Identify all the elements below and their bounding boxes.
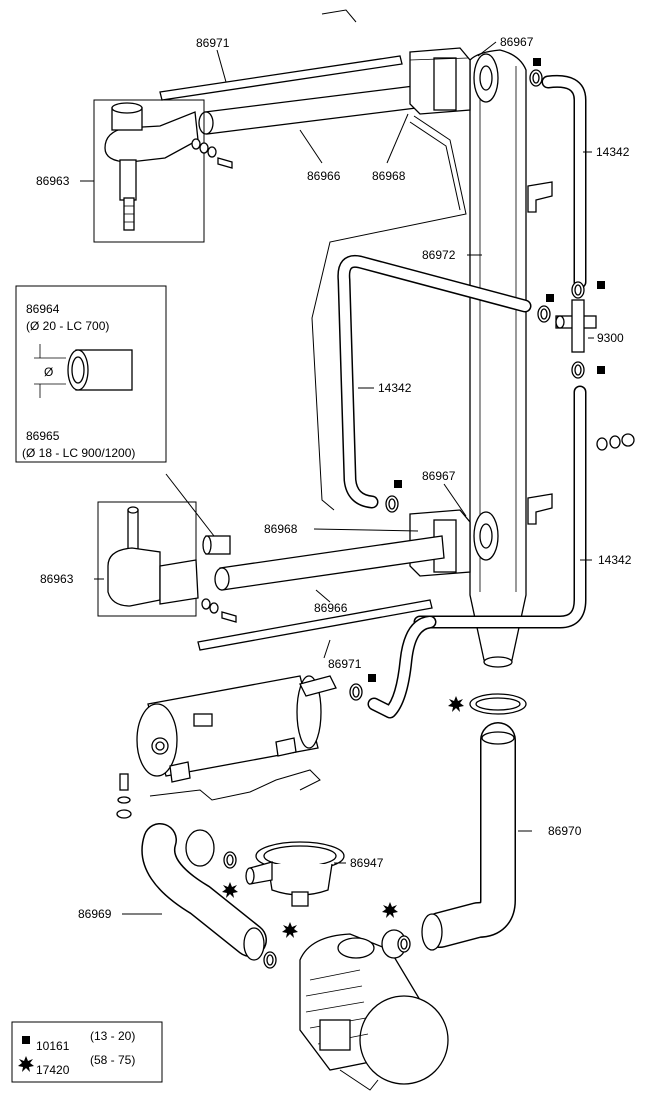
hose-14342-right <box>413 385 587 629</box>
bracket-right-top <box>527 181 553 213</box>
square-marker <box>597 281 605 289</box>
square-marker <box>394 480 402 488</box>
label-14342-mid: 14342 <box>378 381 412 395</box>
label-86969: 86969 <box>78 907 112 921</box>
label-86968-mid: 86968 <box>264 522 298 536</box>
star-marker <box>382 902 398 918</box>
clamp-tee-top <box>571 281 585 299</box>
legend-star-range: (58 - 75) <box>90 1053 135 1067</box>
clamp-86969-bottom <box>263 951 277 969</box>
label-14342-top: 14342 <box>596 145 630 159</box>
screws-left <box>116 773 132 819</box>
washers-top <box>191 138 233 169</box>
label-86966-mid: 86966 <box>314 601 348 615</box>
washers-right <box>596 433 635 451</box>
nozzle-86963-mid <box>97 501 199 617</box>
hose-lower-s <box>367 615 437 719</box>
label-86966-top: 86966 <box>307 169 341 183</box>
rod-86971-top <box>159 55 403 101</box>
label-9300: 9300 <box>597 331 624 345</box>
clamp-tee-bottom <box>571 361 585 379</box>
legend-square-code: 10161 <box>36 1039 70 1053</box>
clamp-pump <box>397 935 411 953</box>
big-clamp <box>469 693 527 715</box>
insert-label-86964-size: (Ø 20 - LC 700) <box>26 319 109 333</box>
heater-cylinder <box>136 675 337 783</box>
legend-star-icon <box>18 1056 34 1072</box>
clamp-86969-top <box>223 851 237 869</box>
legend-square-range: (13 - 20) <box>90 1029 135 1043</box>
star-marker <box>222 882 238 898</box>
insert-diameter-symbol: Ø <box>44 365 53 379</box>
hose-86969 <box>141 823 267 961</box>
nozzle-86963-top <box>93 99 205 243</box>
bracket-right-mid <box>527 493 553 525</box>
clamp-top-right <box>529 69 543 87</box>
legend-star-code: 17420 <box>36 1063 70 1077</box>
tube-86966-mid <box>214 535 445 591</box>
star-marker <box>448 696 464 712</box>
sump-86947 <box>245 841 345 907</box>
tube-86970 <box>421 722 516 951</box>
flange-86967-mid <box>473 511 499 561</box>
hose-14342-top <box>541 74 587 289</box>
label-86971-top: 86971 <box>196 36 230 50</box>
square-marker <box>597 366 605 374</box>
legend-square-icon <box>22 1036 30 1044</box>
tube-86966-top <box>198 83 433 135</box>
rod-86971-bottom <box>197 599 433 651</box>
sleeve-86964-86965 <box>67 349 133 391</box>
insert-label-86965-size: (Ø 18 - LC 900/1200) <box>22 446 135 460</box>
leader-lines <box>80 41 594 915</box>
pump-motor <box>299 929 449 1091</box>
connector-line <box>311 115 467 511</box>
hose-14342-mid <box>337 254 532 509</box>
bracket-86968-top <box>409 47 471 115</box>
tee-fitting-9300 <box>555 299 597 353</box>
vertical-riser-86972 <box>469 49 527 668</box>
label-86970: 86970 <box>548 824 582 838</box>
insert-label-86964: 86964 <box>26 302 60 316</box>
square-marker <box>368 674 376 682</box>
insert-label-86965: 86965 <box>26 429 60 443</box>
clamp-mid <box>385 495 399 513</box>
connector-line-2 <box>409 121 461 211</box>
label-86967-top: 86967 <box>500 35 534 49</box>
flange-86967-top <box>473 53 499 103</box>
clamp-lower <box>349 683 363 701</box>
label-86947: 86947 <box>350 856 384 870</box>
legend: 10161 (13 - 20) 17420 (58 - 75) <box>11 1021 163 1083</box>
pointer-line <box>321 9 357 23</box>
clamp-left-tee <box>537 305 551 323</box>
label-86968-top: 86968 <box>372 169 406 183</box>
leader-line <box>165 473 215 537</box>
label-86972: 86972 <box>422 248 456 262</box>
washers-mid <box>201 598 237 623</box>
label-86971-bottom: 86971 <box>328 657 362 671</box>
insert-box <box>15 285 167 463</box>
label-86963-mid: 86963 <box>40 572 74 586</box>
square-marker <box>533 58 541 66</box>
square-marker <box>546 294 554 302</box>
floor-line <box>149 769 321 801</box>
label-86963-top: 86963 <box>36 174 70 188</box>
star-marker <box>282 922 298 938</box>
label-14342-right: 14342 <box>598 553 632 567</box>
label-86967-mid: 86967 <box>422 469 456 483</box>
sleeve-small <box>202 535 231 555</box>
